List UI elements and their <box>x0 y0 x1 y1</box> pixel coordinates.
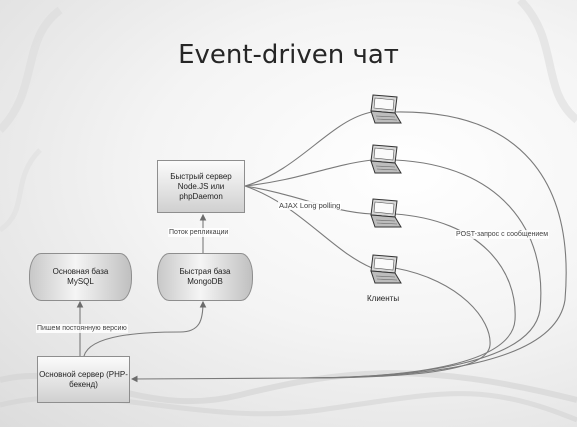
main-server-label: Основной сервер (PHP- бекенд) <box>39 369 128 389</box>
laptop-icon <box>370 254 402 284</box>
mysql-label: Основная база MySQL <box>52 267 109 286</box>
mongodb-label: Быстрая база MongoDB <box>179 267 231 286</box>
mysql-database: Основная база MySQL <box>29 253 132 301</box>
laptop-icon <box>370 94 402 124</box>
slide-title: Event-driven чат <box>178 40 399 70</box>
laptop-icon <box>370 198 402 228</box>
mongo-write-arrow <box>83 300 207 357</box>
mongodb-database: Быстрая база MongoDB <box>157 253 253 301</box>
main-server-node: Основной сервер (PHP- бекенд) <box>37 356 130 403</box>
post-label: POST-запрос с сообщением <box>455 230 550 239</box>
laptop-icon <box>370 144 402 174</box>
clients-label: Клиенты <box>367 294 400 303</box>
replication-label: Поток репликации <box>168 228 230 237</box>
ajax-label: AJAX Long polling <box>278 201 342 210</box>
fast-server-node: Быстрый сервер Node.JS или phpDaemon <box>157 160 245 213</box>
ajax-connectors <box>244 111 373 269</box>
persist-label: Пишем постоянную версию <box>36 324 128 333</box>
fast-server-label: Быстрый сервер Node.JS или phpDaemon <box>170 171 232 201</box>
post-connectors <box>130 111 567 383</box>
